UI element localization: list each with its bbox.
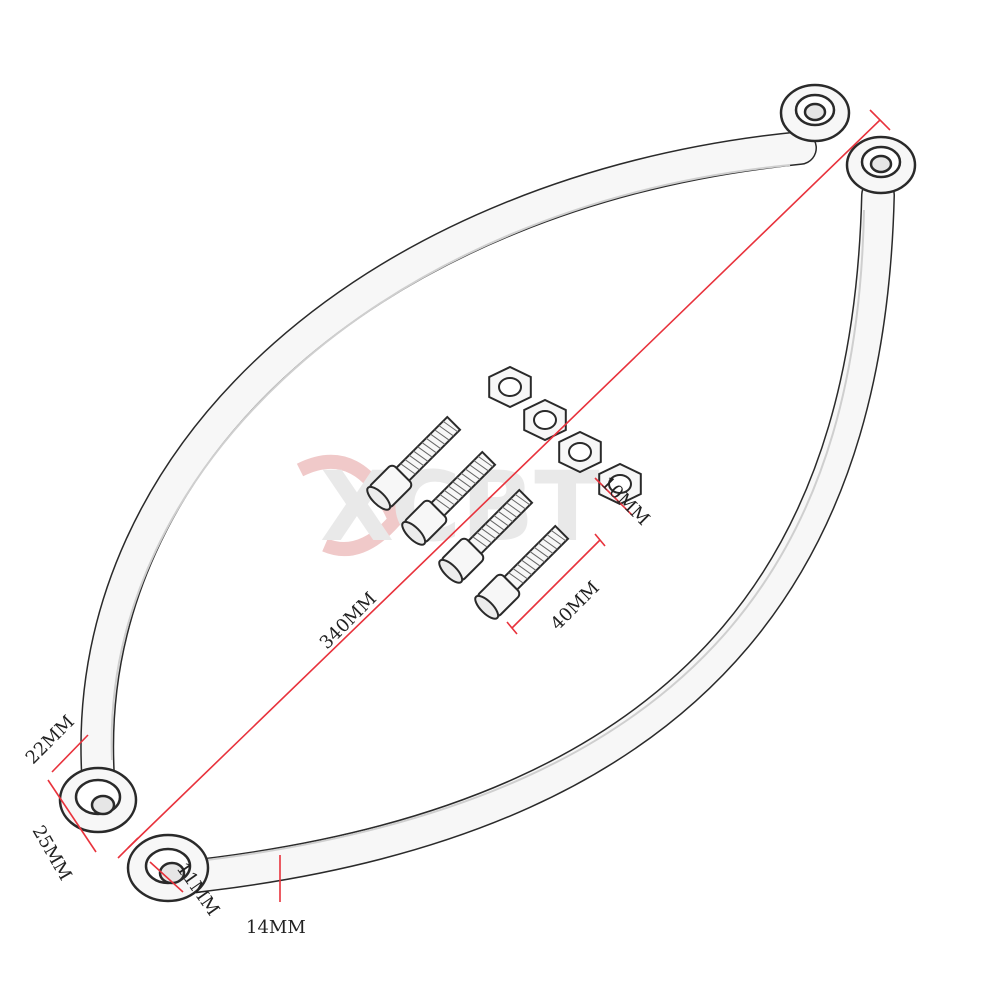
hex-nut [598,462,642,506]
right-bar [161,178,895,895]
dimension-lines [47,109,891,902]
bottom-right-eye [126,833,210,903]
bolt-group [366,415,570,620]
socket-bolt [366,415,462,511]
overall-length-tick [869,109,891,131]
hardware-kit [366,365,642,620]
nut-group [488,365,642,506]
eye-outer-label: 25MM [28,822,76,884]
top-right-eye [845,135,917,195]
overall-length-line [127,119,881,849]
left-bar [80,131,817,792]
tube-diameter-label: 14MM [246,917,306,938]
socket-bolt [401,450,497,546]
socket-bolt [438,488,534,584]
overall-length-label: 340MM [316,588,381,653]
bolt-length-tick [506,621,518,635]
bolt-length-line [511,539,601,629]
hex-nut [558,430,602,474]
overall-length-tick [117,837,139,859]
socket-bolt [474,524,570,620]
eye-width-label: 22MM [22,711,79,768]
eye-outer-line [47,779,97,853]
hole-line [149,861,184,893]
bottom-left-eye [58,766,138,834]
top-left-eye [779,83,851,143]
bolt-diameter-line [594,477,633,516]
bolt-length-label: 40MM [547,577,604,634]
bolt-length-tick [594,533,606,547]
hex-nut [488,365,532,409]
hex-nut [523,398,567,442]
eye-width-line [51,734,89,773]
